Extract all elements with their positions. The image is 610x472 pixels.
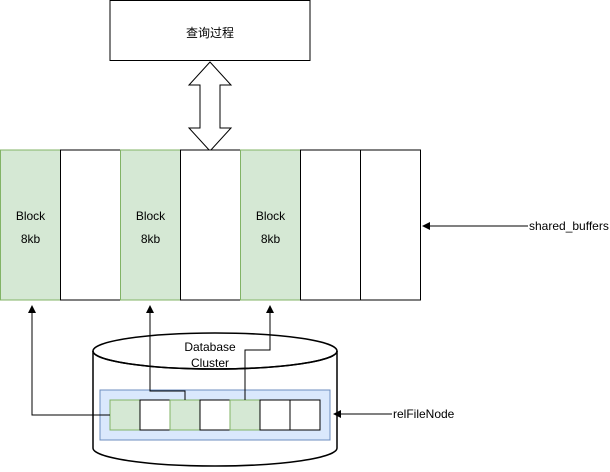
buffer-block bbox=[0, 149, 61, 301]
buffer-block-size: 8kb bbox=[21, 232, 41, 246]
shared-buffers-row: Block 8kb Block 8kb Block 8kb bbox=[0, 149, 421, 301]
buffer-block bbox=[120, 149, 181, 301]
relfilenode-page-empty bbox=[259, 399, 291, 431]
connector-page1-block1 bbox=[28, 305, 110, 416]
shared-buffers-label: shared_buffers bbox=[529, 219, 609, 233]
bidirectional-arrow bbox=[187, 61, 233, 152]
query-process-box: 查询过程 bbox=[109, 0, 311, 61]
connector-page5-block3 bbox=[244, 305, 274, 400]
connector-page3-block2 bbox=[146, 305, 186, 400]
buffer-block-name: Block bbox=[16, 209, 46, 223]
buffer-slot-empty bbox=[180, 149, 241, 301]
buffer-block-name: Block bbox=[256, 209, 286, 223]
relfilenode-page-filled bbox=[109, 399, 141, 431]
relfilenode-page-filled bbox=[229, 399, 261, 431]
database-label-line1: Database bbox=[184, 340, 236, 354]
relfilenode-page-empty bbox=[199, 399, 231, 431]
query-process-label: 查询过程 bbox=[186, 25, 234, 40]
buffer-slot-empty bbox=[60, 149, 121, 301]
relfilenode-pages bbox=[109, 399, 321, 431]
database-label-line2: Cluster bbox=[191, 356, 229, 370]
relfilenode-label: relFileNode bbox=[393, 407, 455, 421]
buffer-block-size: 8kb bbox=[261, 232, 281, 246]
buffer-block-size: 8kb bbox=[141, 232, 161, 246]
relfilenode-page-empty bbox=[139, 399, 171, 431]
relfilenode-page-empty bbox=[289, 399, 321, 431]
buffer-block-name: Block bbox=[136, 209, 166, 223]
relfilenode-page-filled bbox=[169, 399, 201, 431]
buffer-slot-empty bbox=[300, 149, 361, 301]
buffer-block bbox=[240, 149, 301, 301]
buffer-slot-empty bbox=[360, 149, 421, 301]
